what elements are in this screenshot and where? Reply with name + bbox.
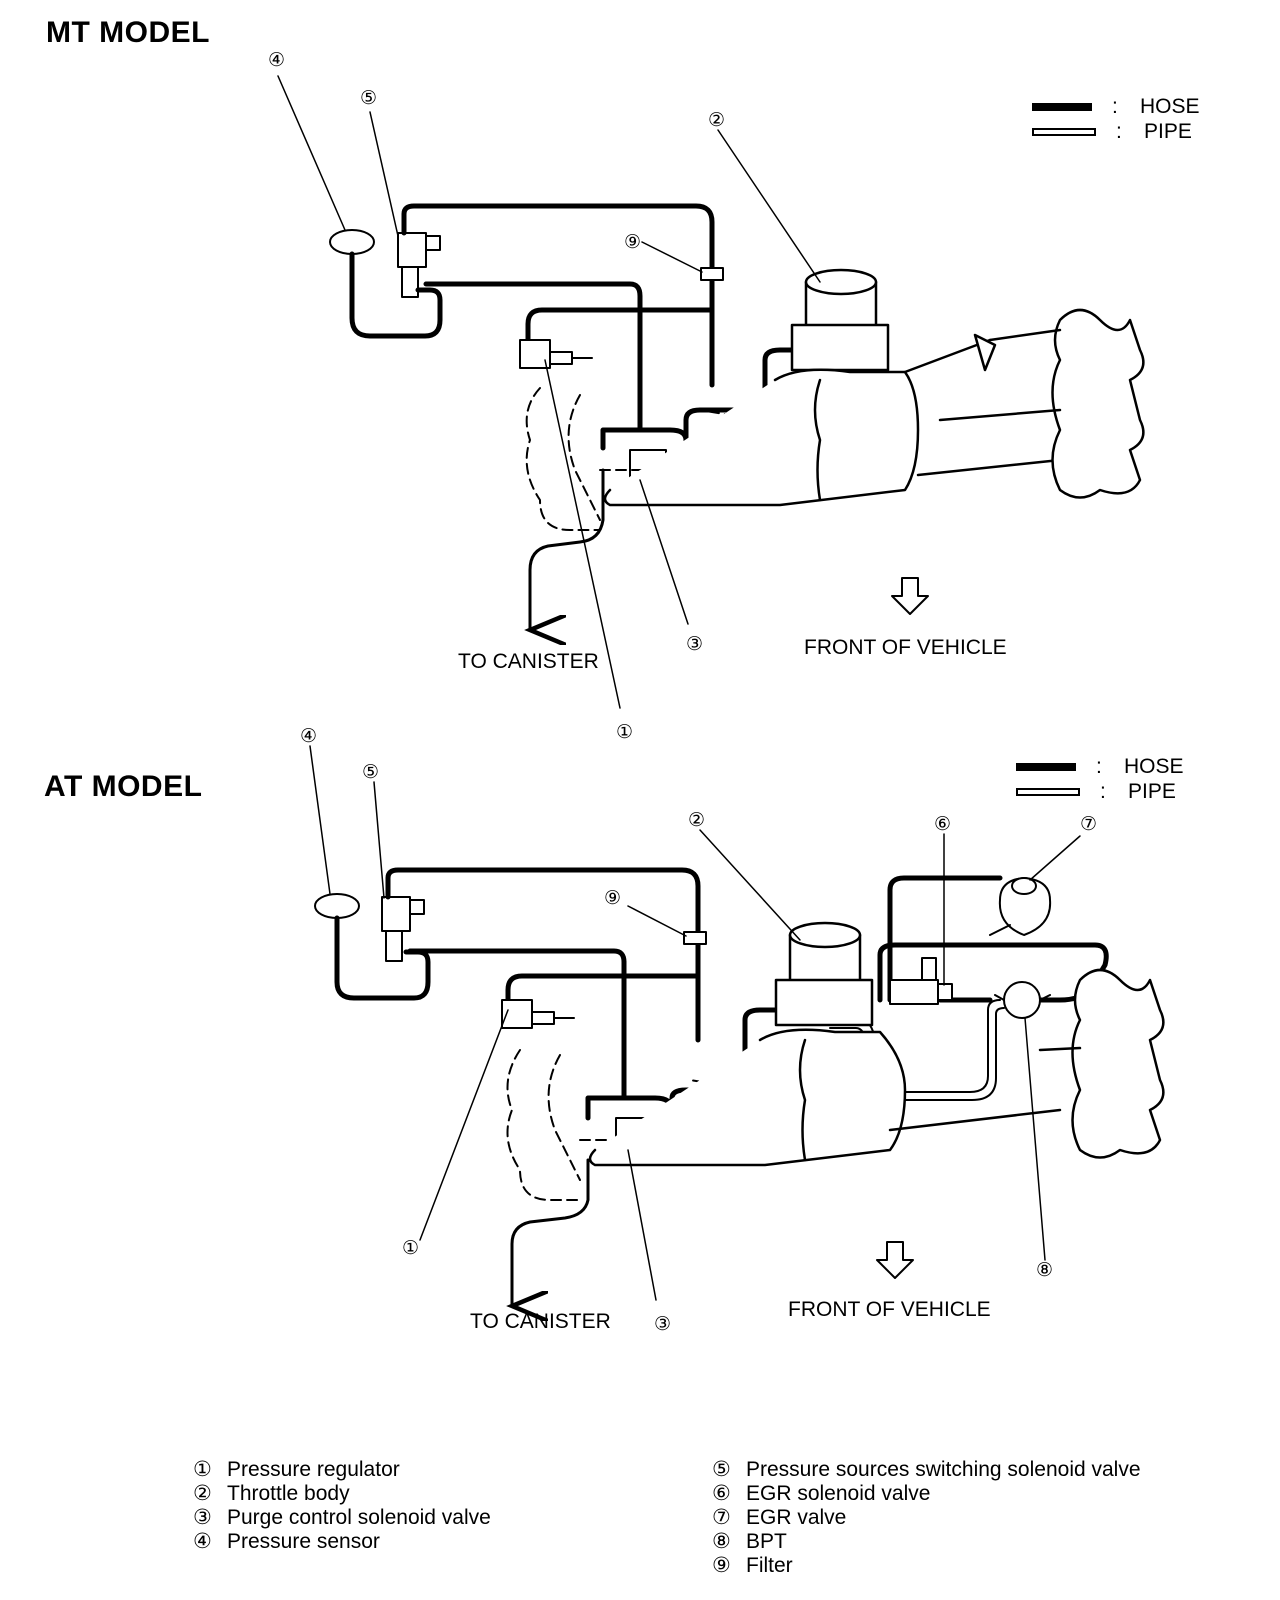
part-name: Pressure sensor <box>227 1530 380 1553</box>
part-number: ⑦ <box>712 1506 731 1529</box>
legend-hose-row: : HOSE <box>1016 754 1184 779</box>
parts-list-left: ① Pressure regulator ② Throttle body ③ Purg… <box>193 1458 491 1554</box>
mt-model-title: MT MODEL <box>46 16 210 49</box>
at-to-canister-label: TO CANISTER <box>470 1310 611 1333</box>
legend-pipe-label: PIPE <box>1144 120 1192 143</box>
part-item: ⑨ Filter <box>712 1554 1141 1578</box>
legend-hose-label: HOSE <box>1140 95 1200 118</box>
filter-icon <box>700 267 724 281</box>
part-name: Filter <box>746 1554 793 1577</box>
at-callout-3: ③ <box>654 1314 671 1335</box>
at-callout-5: ⑤ <box>362 762 379 783</box>
part-item: ② Throttle body <box>193 1482 491 1506</box>
legend-pipe-label: PIPE <box>1128 780 1176 803</box>
hose-symbol <box>1032 102 1092 111</box>
part-number: ⑥ <box>712 1482 731 1505</box>
part-item: ⑤ Pressure sources switching solenoid val… <box>712 1458 1141 1482</box>
mt-callout-9: ⑨ <box>624 232 641 253</box>
part-number: ⑧ <box>712 1530 731 1553</box>
part-number: ③ <box>193 1506 212 1529</box>
throttle-body-icon <box>774 921 874 1027</box>
throttle-body-icon <box>790 268 890 372</box>
part-item: ⑥ EGR solenoid valve <box>712 1482 1141 1506</box>
legend-hose-row: : HOSE <box>1032 94 1200 119</box>
pressure-regulator-icon <box>519 339 593 369</box>
at-callouts: ④ ⑤ ② ⑥ ⑦ ⑨ ① ⑧ ③ <box>300 726 1097 1335</box>
at-callout-6: ⑥ <box>934 814 951 835</box>
intake-runners-icon <box>888 968 1165 1159</box>
mt-callout-1: ① <box>616 722 633 743</box>
filter-icon <box>683 931 707 945</box>
mt-callout-3: ③ <box>686 634 703 655</box>
switching-solenoid-icon <box>397 232 441 298</box>
canister-hose <box>530 468 605 630</box>
part-item: ⑦ EGR valve <box>712 1506 1141 1530</box>
legend-colon: : <box>1116 120 1122 143</box>
mt-front-of-vehicle-label: FRONT OF VEHICLE <box>804 636 1007 659</box>
mt-callouts: ④ ⑤ ② ⑨ ③ ① <box>268 50 725 743</box>
front-arrow-icon <box>876 1241 914 1279</box>
part-number: ① <box>193 1458 212 1481</box>
pressure-regulator-icon <box>501 999 575 1029</box>
part-name: EGR valve <box>746 1506 847 1529</box>
at-front-of-vehicle-label: FRONT OF VEHICLE <box>788 1298 991 1321</box>
mt-diagram <box>277 75 1145 709</box>
at-callout-7: ⑦ <box>1080 814 1097 835</box>
canister-hose <box>512 1158 590 1306</box>
part-number: ⑤ <box>712 1458 731 1481</box>
at-callout-1: ① <box>402 1238 419 1259</box>
part-name: BPT <box>746 1530 787 1553</box>
at-callout-4: ④ <box>300 726 317 747</box>
part-name: Purge control solenoid valve <box>227 1506 491 1529</box>
part-item: ① Pressure regulator <box>193 1458 491 1482</box>
egr-solenoid-icon <box>889 957 953 1005</box>
at-leader-lines <box>309 745 1081 1301</box>
legend-pipe-row: : PIPE <box>1016 779 1184 804</box>
part-number: ④ <box>193 1530 212 1553</box>
legend-colon: : <box>1112 95 1118 118</box>
pipe-symbol <box>1032 127 1096 136</box>
at-model-title: AT MODEL <box>44 770 203 803</box>
collector-icon <box>603 368 920 507</box>
intake-runners-icon <box>903 308 1145 499</box>
part-item: ③ Purge control solenoid valve <box>193 1506 491 1530</box>
at-callout-8: ⑧ <box>1036 1260 1053 1281</box>
part-item: ④ Pressure sensor <box>193 1530 491 1554</box>
mt-to-canister-label: TO CANISTER <box>458 650 599 673</box>
legend-hose-label: HOSE <box>1124 755 1184 778</box>
legend-at: : HOSE : PIPE <box>1016 754 1184 804</box>
part-name: Pressure sources switching solenoid valv… <box>746 1458 1141 1481</box>
collector-icon <box>588 1028 907 1167</box>
at-diagram <box>309 745 1165 1306</box>
front-arrow-icon <box>891 577 929 615</box>
legend-colon: : <box>1096 755 1102 778</box>
part-name: Throttle body <box>227 1482 350 1505</box>
egr-valve-icon <box>989 877 1052 936</box>
mt-callout-2: ② <box>708 110 725 131</box>
bpt-icon <box>994 981 1051 1019</box>
mt-callout-5: ⑤ <box>360 88 377 109</box>
pipe-symbol <box>1016 787 1080 796</box>
part-number: ⑨ <box>712 1554 731 1577</box>
legend-pipe-row: : PIPE <box>1032 119 1200 144</box>
at-callout-2: ② <box>688 810 705 831</box>
switching-solenoid-icon <box>381 896 425 962</box>
at-callout-9: ⑨ <box>604 888 621 909</box>
part-name: Pressure regulator <box>227 1458 400 1481</box>
pressure-sensor-icon <box>329 229 375 255</box>
mt-callout-4: ④ <box>268 50 285 71</box>
part-item: ⑧ BPT <box>712 1530 1141 1554</box>
mt-leader-lines <box>277 75 821 709</box>
legend-mt: : HOSE : PIPE <box>1032 94 1200 144</box>
pressure-sensor-icon <box>314 893 360 919</box>
parts-list-right: ⑤ Pressure sources switching solenoid val… <box>712 1458 1141 1578</box>
part-name: EGR solenoid valve <box>746 1482 931 1505</box>
legend-colon: : <box>1100 780 1106 803</box>
part-number: ② <box>193 1482 212 1505</box>
hose-symbol <box>1016 762 1076 771</box>
